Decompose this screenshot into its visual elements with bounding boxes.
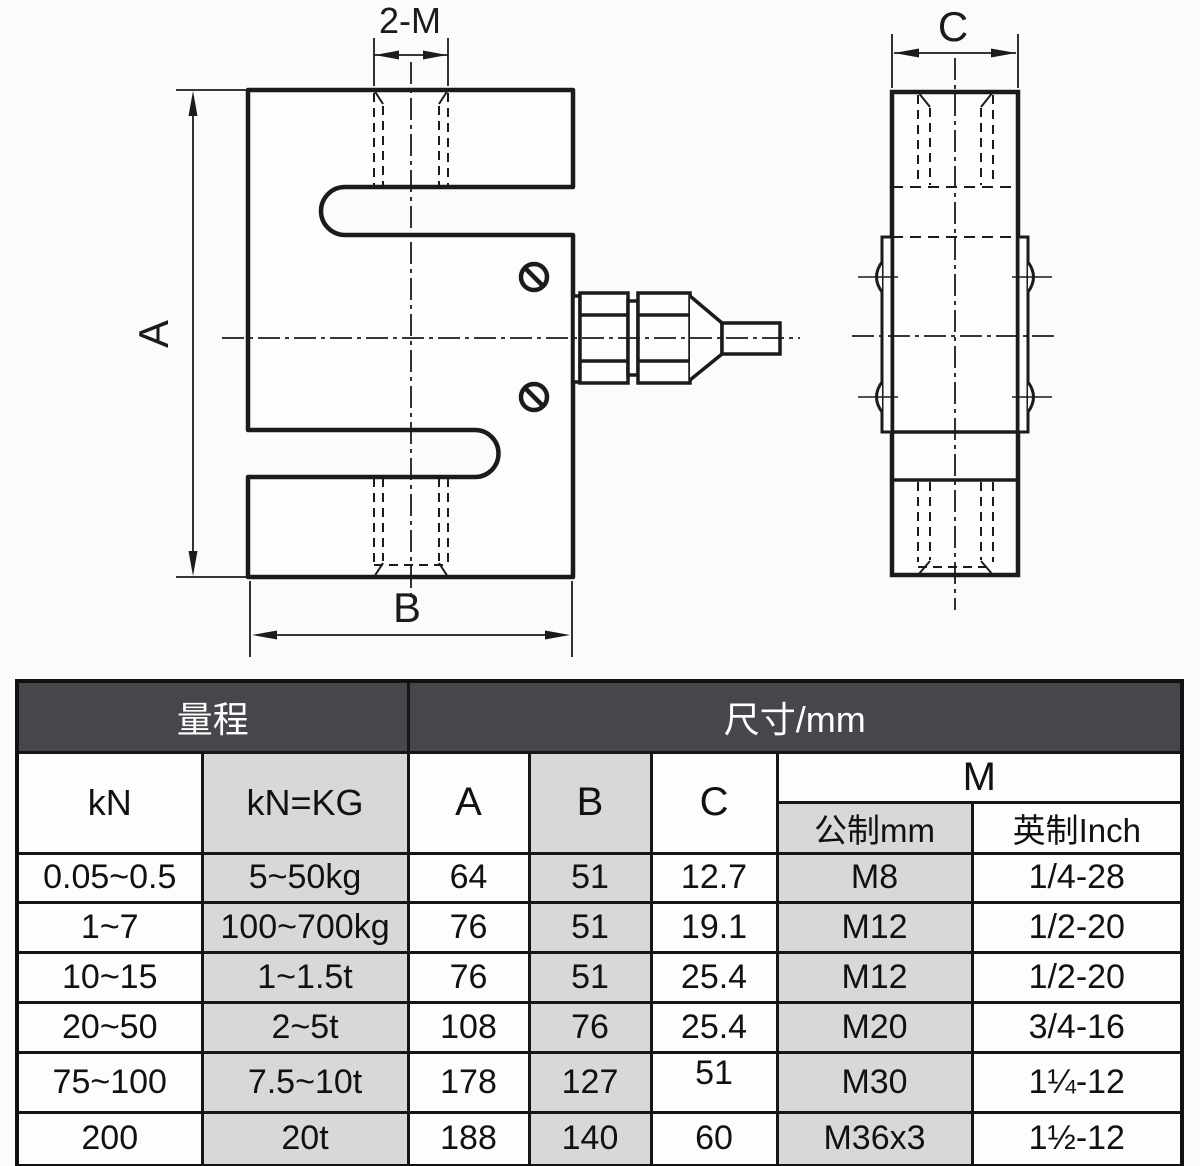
table-m-subheader-row: 公制mm 英制Inch xyxy=(17,800,1184,855)
col-header-c: C xyxy=(649,750,779,855)
b-dim-label: B xyxy=(393,584,421,631)
table-row: 20~50 2~5t 108 76 25.4 M20 3/4-16 xyxy=(15,1000,1184,1054)
cell-metric: M36x3 xyxy=(775,1110,974,1166)
cell-inch: 1/4-28 xyxy=(970,851,1184,904)
cell-b: 76 xyxy=(527,1000,653,1054)
col-header-knkg: kN=KG xyxy=(200,750,410,855)
cover-plates xyxy=(880,235,1030,434)
bottom-thread-hole xyxy=(373,478,449,578)
screw-top-icon xyxy=(518,261,550,293)
front-view xyxy=(222,62,800,598)
a-dim-label: A xyxy=(130,320,177,348)
cell-knkg: 100~700kg xyxy=(200,900,410,954)
top-thread-hole xyxy=(373,89,449,186)
cell-a: 76 xyxy=(406,900,531,954)
col-header-a: A xyxy=(406,750,531,855)
col-header-m: M xyxy=(775,750,1184,804)
table-header-row: 量程 尺寸/mm xyxy=(15,679,1184,754)
cell-inch: 1¼-12 xyxy=(970,1050,1184,1114)
spec-table: 量程 尺寸/mm kN kN=KG A B C M 公制mm 英制Inch 0.… xyxy=(15,679,1185,1166)
c-dim-label: C xyxy=(938,3,968,50)
dimension-b: B xyxy=(249,581,573,657)
cell-b: 51 xyxy=(527,900,653,954)
side-centerlines xyxy=(852,58,1058,610)
dimension-a: A xyxy=(130,89,246,578)
cell-metric: M12 xyxy=(775,950,974,1004)
table-subheader-row: kN kN=KG A B C M xyxy=(15,750,1184,855)
cell-c: 12.7 xyxy=(649,851,779,904)
cell-knkg: 7.5~10t xyxy=(200,1050,410,1114)
side-view xyxy=(852,58,1058,610)
table-row: 1~7 100~700kg 76 51 19.1 M12 1/2-20 xyxy=(15,900,1184,954)
cell-a: 64 xyxy=(406,851,531,904)
cell-c: 60 xyxy=(649,1110,779,1166)
side-top-thread xyxy=(917,91,994,185)
cell-kn: 200 xyxy=(15,1110,204,1166)
screw-bottom-icon xyxy=(518,381,550,413)
cell-inch: 3/4-16 xyxy=(970,1000,1184,1054)
cell-knkg: 20t xyxy=(200,1110,410,1166)
cell-kn: 75~100 xyxy=(15,1050,204,1114)
cell-metric: M20 xyxy=(775,1000,974,1054)
cable-gland xyxy=(571,291,782,385)
cell-kn: 0.05~0.5 xyxy=(15,851,204,904)
cell-inch: 1½-12 xyxy=(970,1110,1184,1166)
table-row: 200 20t 188 140 60 M36x3 1½-12 xyxy=(15,1110,1184,1166)
col-header-kn: kN xyxy=(15,750,204,855)
cell-metric: M8 xyxy=(775,851,974,904)
col-header-b: B xyxy=(527,750,653,855)
thread-dim-label: 2-M xyxy=(379,0,441,41)
dimension-thread: 2-M xyxy=(373,0,449,86)
cell-a: 178 xyxy=(406,1050,531,1114)
technical-drawing: 2-M A B xyxy=(130,0,1058,657)
range-header: 量程 xyxy=(15,679,410,754)
side-bottom-thread xyxy=(917,482,994,576)
cell-c: 19.1 xyxy=(649,900,779,954)
cell-metric: M12 xyxy=(775,900,974,954)
cell-knkg: 5~50kg xyxy=(200,851,410,904)
cell-c: 25.4 xyxy=(649,950,779,1004)
dimension-c: C xyxy=(891,3,1019,88)
cell-b: 127 xyxy=(527,1050,653,1114)
front-centerlines xyxy=(222,62,800,598)
cell-b: 51 xyxy=(527,851,653,904)
cell-knkg: 2~5t xyxy=(200,1000,410,1054)
side-screw-heads xyxy=(858,261,1052,413)
cell-kn: 1~7 xyxy=(15,900,204,954)
cell-inch: 1/2-20 xyxy=(970,950,1184,1004)
cell-c: 51 xyxy=(649,1050,779,1114)
cell-a: 188 xyxy=(406,1110,531,1166)
cell-b: 51 xyxy=(527,950,653,1004)
cell-inch: 1/2-20 xyxy=(970,900,1184,954)
cell-b: 140 xyxy=(527,1110,653,1166)
cell-kn: 10~15 xyxy=(15,950,204,1004)
size-header: 尺寸/mm xyxy=(406,679,1184,754)
table-row: 0.05~0.5 5~50kg 64 51 12.7 M8 1/4-28 xyxy=(15,851,1184,904)
cell-kn: 20~50 xyxy=(15,1000,204,1054)
table-row: 10~15 1~1.5t 76 51 25.4 M12 1/2-20 xyxy=(15,950,1184,1004)
cell-c: 25.4 xyxy=(649,1000,779,1054)
col-header-inch: 英制Inch xyxy=(970,800,1184,855)
cell-a: 108 xyxy=(406,1000,531,1054)
col-header-metric: 公制mm xyxy=(775,800,974,855)
cell-a: 76 xyxy=(406,950,531,1004)
cell-knkg: 1~1.5t xyxy=(200,950,410,1004)
cell-metric: M30 xyxy=(775,1050,974,1114)
table-row: 75~100 7.5~10t 178 127 51 M30 1¼-12 xyxy=(15,1050,1184,1114)
